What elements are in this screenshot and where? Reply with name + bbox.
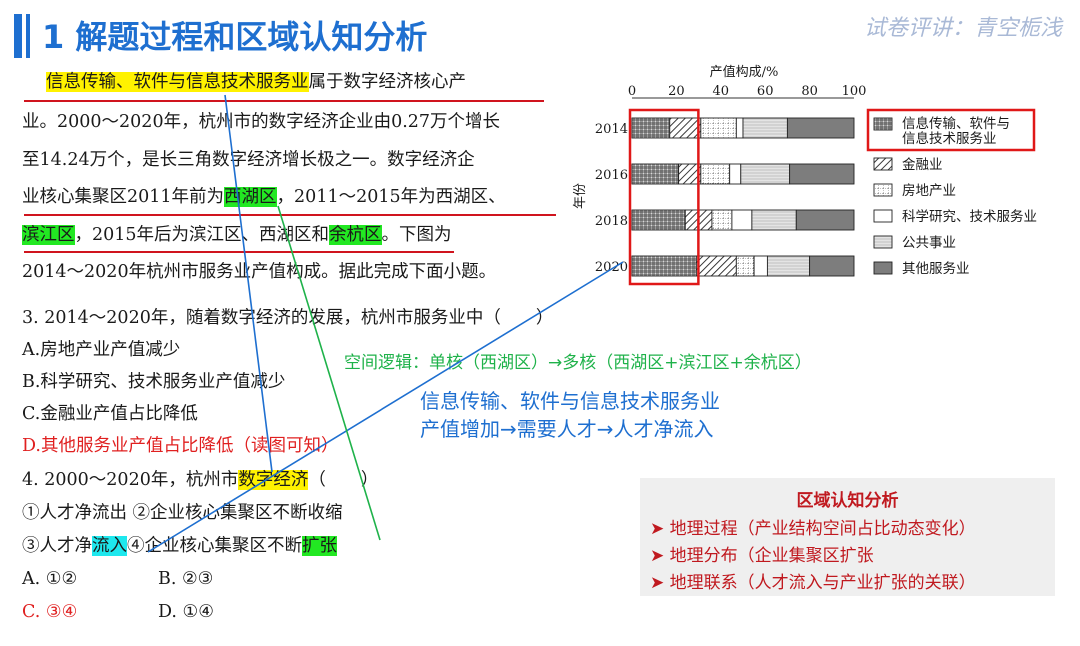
highlight-industry: 信息传输、软件与信息技术服务业 <box>46 72 309 92</box>
passage-text: 业核心集聚区2011年前为 <box>22 187 225 207</box>
highlight-binjiang: 滨江区 <box>22 225 75 245</box>
highlight-box-red <box>628 108 700 286</box>
q4-option-text: ③人才净 <box>22 536 92 556</box>
q4-stem: 4. 2000～2020年，杭州市数字经济（ ） <box>22 470 378 490</box>
analysis-item-process: ➤ 地理过程（产业结构空间占比动态变化） <box>650 519 976 539</box>
legend-label: 科学研究、技术服务业 <box>902 209 1037 225</box>
passage-line-6: 2014～2020年杭州市服务业产值构成。据此完成下面小题。 <box>22 262 497 282</box>
q3-option-c: C.金融业产值占比降低 <box>22 404 198 424</box>
analysis-item-text: 地理分布（企业集聚区扩张 <box>669 546 874 566</box>
passage-text: 。下图为 <box>381 225 452 245</box>
q4-answer-b: B. ②③ <box>158 569 214 589</box>
passage-text: 属于数字经济核心产 <box>308 72 467 92</box>
q4-answer-c: C. ③④ <box>22 602 78 622</box>
bar-segment <box>786 117 855 139</box>
x-tick-label: 100 <box>842 84 867 99</box>
analysis-box: 区域认知分析 ➤ 地理过程（产业结构空间占比动态变化） ➤ 地理分布（企业集聚区… <box>640 478 1055 596</box>
analysis-item-distribution: ➤ 地理分布（企业集聚区扩张 <box>650 546 874 566</box>
highlight-inflow: 流入 <box>92 536 127 556</box>
q4-options-1: ①人才净流出 ②企业核心集聚区不断收缩 <box>22 503 343 523</box>
chain-note-1: 信息传输、软件与信息技术服务业 <box>420 389 720 413</box>
title-accent-bar-thin <box>26 14 30 58</box>
bar-segment <box>789 163 855 185</box>
y-axis-label: 年份 <box>573 183 588 209</box>
page-title: 1 解题过程和区域认知分析 <box>42 18 428 56</box>
q4-answer-d: D. ①④ <box>158 602 214 622</box>
passage-text: ，2011～2015年为西湖区、 <box>276 187 506 207</box>
q4-stem-text: 4. 2000～2020年，杭州市 <box>22 470 239 490</box>
passage-line-2: 业。2000～2020年，杭州市的数字经济企业由0.27万个增长 <box>22 112 501 132</box>
legend-label: 其他服务业 <box>902 261 970 277</box>
q3-option-a: A.房地产业产值减少 <box>22 340 181 360</box>
legend-swatch <box>873 261 893 275</box>
x-tick-label: 20 <box>668 84 685 99</box>
highlight-expand: 扩张 <box>302 536 337 556</box>
connector-line-blue <box>147 261 624 553</box>
bars-group <box>631 117 855 277</box>
legend-label: 金融业 <box>902 157 943 173</box>
analysis-item-text: 地理过程（产业结构空间占比动态变化） <box>669 519 976 539</box>
q3-option-b: B.科学研究、技术服务业产值减少 <box>22 372 286 392</box>
x-tick-label: 80 <box>801 84 818 99</box>
y-tick-label: 2014 <box>595 122 628 137</box>
y-tick-label: 2018 <box>595 214 628 229</box>
legend: 信息传输、软件与信息技术服务业金融业房地产业科学研究、技术服务业公共事业其他服务… <box>866 108 1037 277</box>
bar-segment <box>809 255 855 277</box>
red-underline <box>24 251 454 253</box>
legend-swatch <box>873 209 893 223</box>
bar-segment <box>795 209 855 231</box>
q4-options-2: ③人才净流入④企业核心集聚区不断扩张 <box>22 536 337 556</box>
legend-label: 公共事业 <box>902 235 956 251</box>
spatial-logic-note: 空间逻辑：单核（西湖区）→多核（西湖区+滨江区+余杭区） <box>344 353 812 373</box>
legend-label: 信息技术服务业 <box>902 130 997 147</box>
q4-answer-a: A. ①② <box>22 569 78 589</box>
q4-option-text: ④企业核心集聚区不断 <box>127 536 302 556</box>
x-tick-label: 0 <box>628 84 636 99</box>
highlight-digital-economy: 数字经济 <box>238 470 309 490</box>
connector-line-blue <box>224 94 273 473</box>
chain-note-2: 产值增加→需要人才→人才净流入 <box>420 417 714 441</box>
y-tick-label: 2016 <box>595 168 628 183</box>
q3-stem: 3. 2014～2020年，随着数字经济的发展，杭州市服务业中（ ） <box>22 308 554 328</box>
red-underline <box>24 100 544 102</box>
legend-swatch <box>873 183 893 197</box>
q3-option-d: D.其他服务业产值占比降低（读图可知） <box>22 436 339 456</box>
watermark: 试卷评讲：青空栀浅 <box>863 16 1062 41</box>
legend-swatch <box>873 235 893 249</box>
x-tick-label: 40 <box>713 84 730 99</box>
red-underline <box>24 214 556 216</box>
analysis-title: 区域认知分析 <box>796 491 899 511</box>
connector-line-green <box>277 205 381 541</box>
x-tick-labels: 0 20 40 60 80 100 <box>628 84 867 99</box>
passage-line-3: 至14.24万个，是长三角数字经济增长极之一。数字经济企 <box>22 150 475 170</box>
chart-title: 产值构成/% <box>710 64 779 80</box>
legend-highlight-box <box>866 108 1036 152</box>
legend-label: 房地产业 <box>902 183 956 199</box>
analysis-item-text: 地理联系（人才流入与产业扩张的关联） <box>669 573 976 593</box>
passage-text: ，2015年后为滨江区、西湖区和 <box>74 225 330 245</box>
x-tick-label: 60 <box>757 84 774 99</box>
passage-line-1: 信息传输、软件与信息技术服务业属于数字经济核心产 <box>46 72 467 92</box>
title-accent-bar <box>14 14 22 58</box>
analysis-item-connection: ➤ 地理联系（人才流入与产业扩张的关联） <box>650 573 976 593</box>
highlight-yuhang: 余杭区 <box>329 225 382 245</box>
passage-line-5: 滨江区，2015年后为滨江区、西湖区和余杭区。下图为 <box>22 225 452 245</box>
legend-label: 信息传输、软件与 <box>902 115 1010 132</box>
legend-swatch <box>873 157 893 171</box>
legend-swatch <box>873 117 893 131</box>
